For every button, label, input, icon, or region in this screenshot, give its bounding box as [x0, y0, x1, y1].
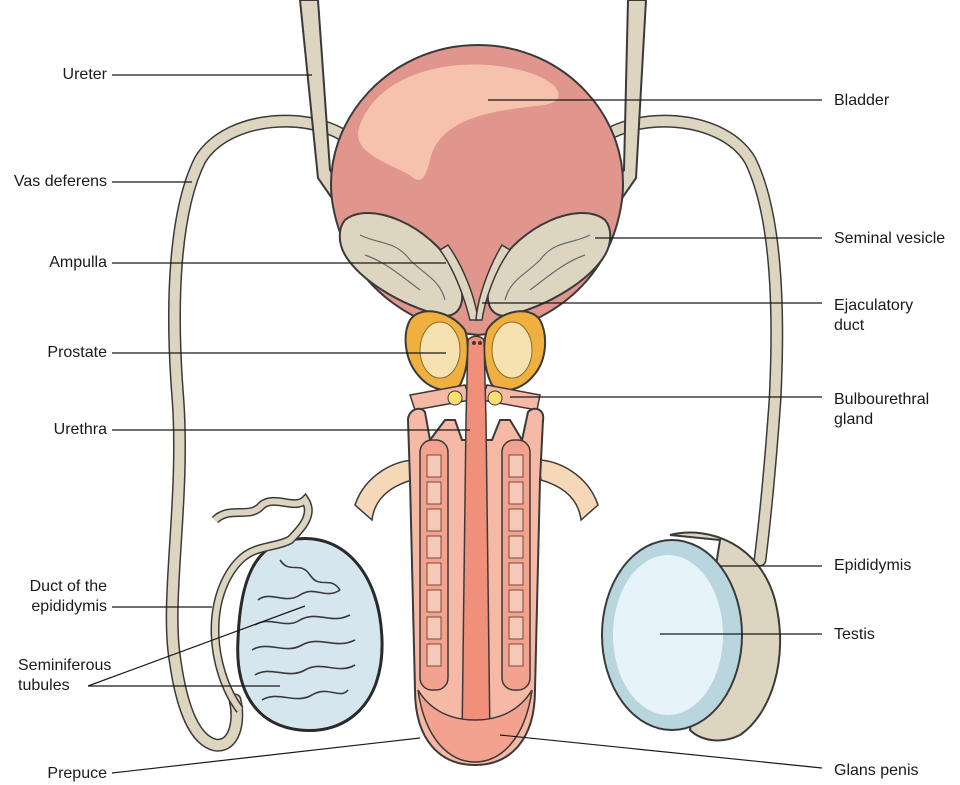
label-prostate: Prostate	[47, 344, 107, 361]
vas-deferens-left	[165, 114, 367, 752]
label-bulbourethral-gland: Bulbourethral gland	[834, 390, 929, 430]
label-seminiferous-tubules: Seminiferous tubules	[18, 656, 111, 696]
label-seminiferous-line2: tubules	[18, 677, 70, 694]
vas-deferens-right	[583, 114, 784, 567]
testis-right	[601, 531, 782, 742]
label-duct-of-epididymis: Duct of the epididymis	[30, 577, 107, 617]
label-bulbourethral-line2: gland	[834, 411, 874, 428]
label-ejaculatory-duct: Ejaculatory duct	[834, 296, 913, 336]
label-seminiferous-line1: Seminiferous	[18, 657, 112, 674]
label-duct-of-epididymis-line2: epididymis	[31, 598, 107, 615]
label-urethra: Urethra	[53, 421, 107, 438]
label-vas-deferens: Vas deferens	[13, 173, 107, 190]
testis-left	[210, 492, 384, 733]
prostate	[404, 310, 547, 392]
label-ureter: Ureter	[62, 66, 107, 83]
penis-shaft	[406, 335, 545, 767]
label-duct-of-epididymis-line1: Duct of the	[29, 578, 107, 595]
glans	[417, 689, 533, 763]
bladder	[330, 43, 624, 337]
label-prepuce: Prepuce	[47, 765, 107, 782]
label-ejaculatory-line2: duct	[834, 317, 865, 334]
label-glans-penis: Glans penis	[834, 762, 919, 779]
label-bulbourethral-line1: Bulbourethral	[834, 391, 930, 408]
label-testis: Testis	[834, 626, 875, 643]
label-ejaculatory-line1: Ejaculatory	[834, 297, 914, 314]
leader-lines	[87, 74, 823, 774]
label-epididymis: Epididymis	[834, 557, 912, 574]
ampulla	[438, 243, 512, 321]
label-seminal-vesicle: Seminal vesicle	[834, 230, 946, 247]
label-ampulla: Ampulla	[49, 254, 107, 271]
label-bladder: Bladder	[834, 92, 890, 109]
